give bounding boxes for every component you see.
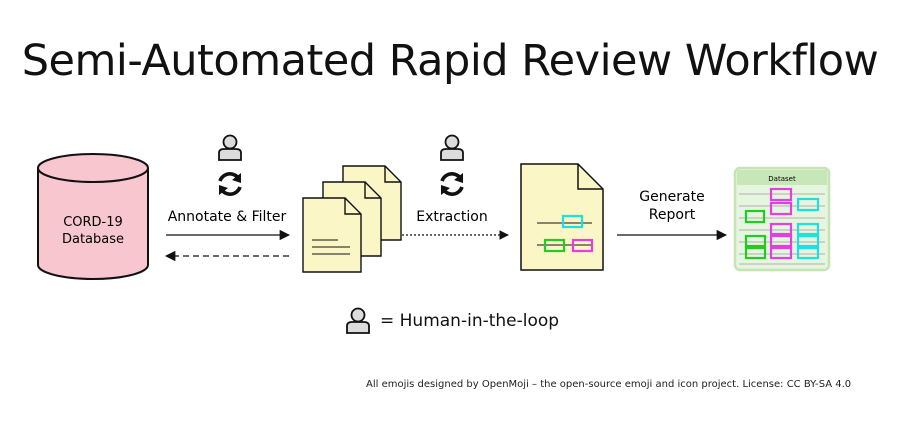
- legend: = Human-in-the-loop: [344, 306, 559, 336]
- page-title: Semi-Automated Rapid Review Workflow: [21, 36, 879, 86]
- database-label-line1: CORD-19: [63, 215, 123, 230]
- annotate-filter-label: Annotate & Filter: [168, 209, 287, 225]
- extraction-label: Extraction: [416, 209, 487, 225]
- attribution-footnote: All emojis designed by OpenMoji – the op…: [366, 379, 852, 390]
- dataset-title: Dataset: [768, 175, 796, 183]
- highlight-box: [561, 214, 584, 229]
- highlight-box: [543, 238, 566, 253]
- generate-label-line2: Report: [649, 207, 696, 223]
- database-label-line2: Database: [62, 232, 124, 247]
- highlight-box: [571, 238, 594, 253]
- dataset-table: Dataset: [733, 166, 831, 272]
- generate-label-line1: Generate: [639, 189, 704, 205]
- refresh-icon: [439, 171, 465, 197]
- person-icon: [440, 134, 464, 161]
- cord19-database: CORD-19 Database: [37, 153, 149, 280]
- person-icon: [346, 307, 370, 334]
- legend-text: = Human-in-the-loop: [380, 311, 560, 331]
- person-icon: [218, 134, 242, 161]
- document-stack: [302, 165, 402, 273]
- refresh-icon: [217, 171, 243, 197]
- annotated-document: [520, 163, 604, 271]
